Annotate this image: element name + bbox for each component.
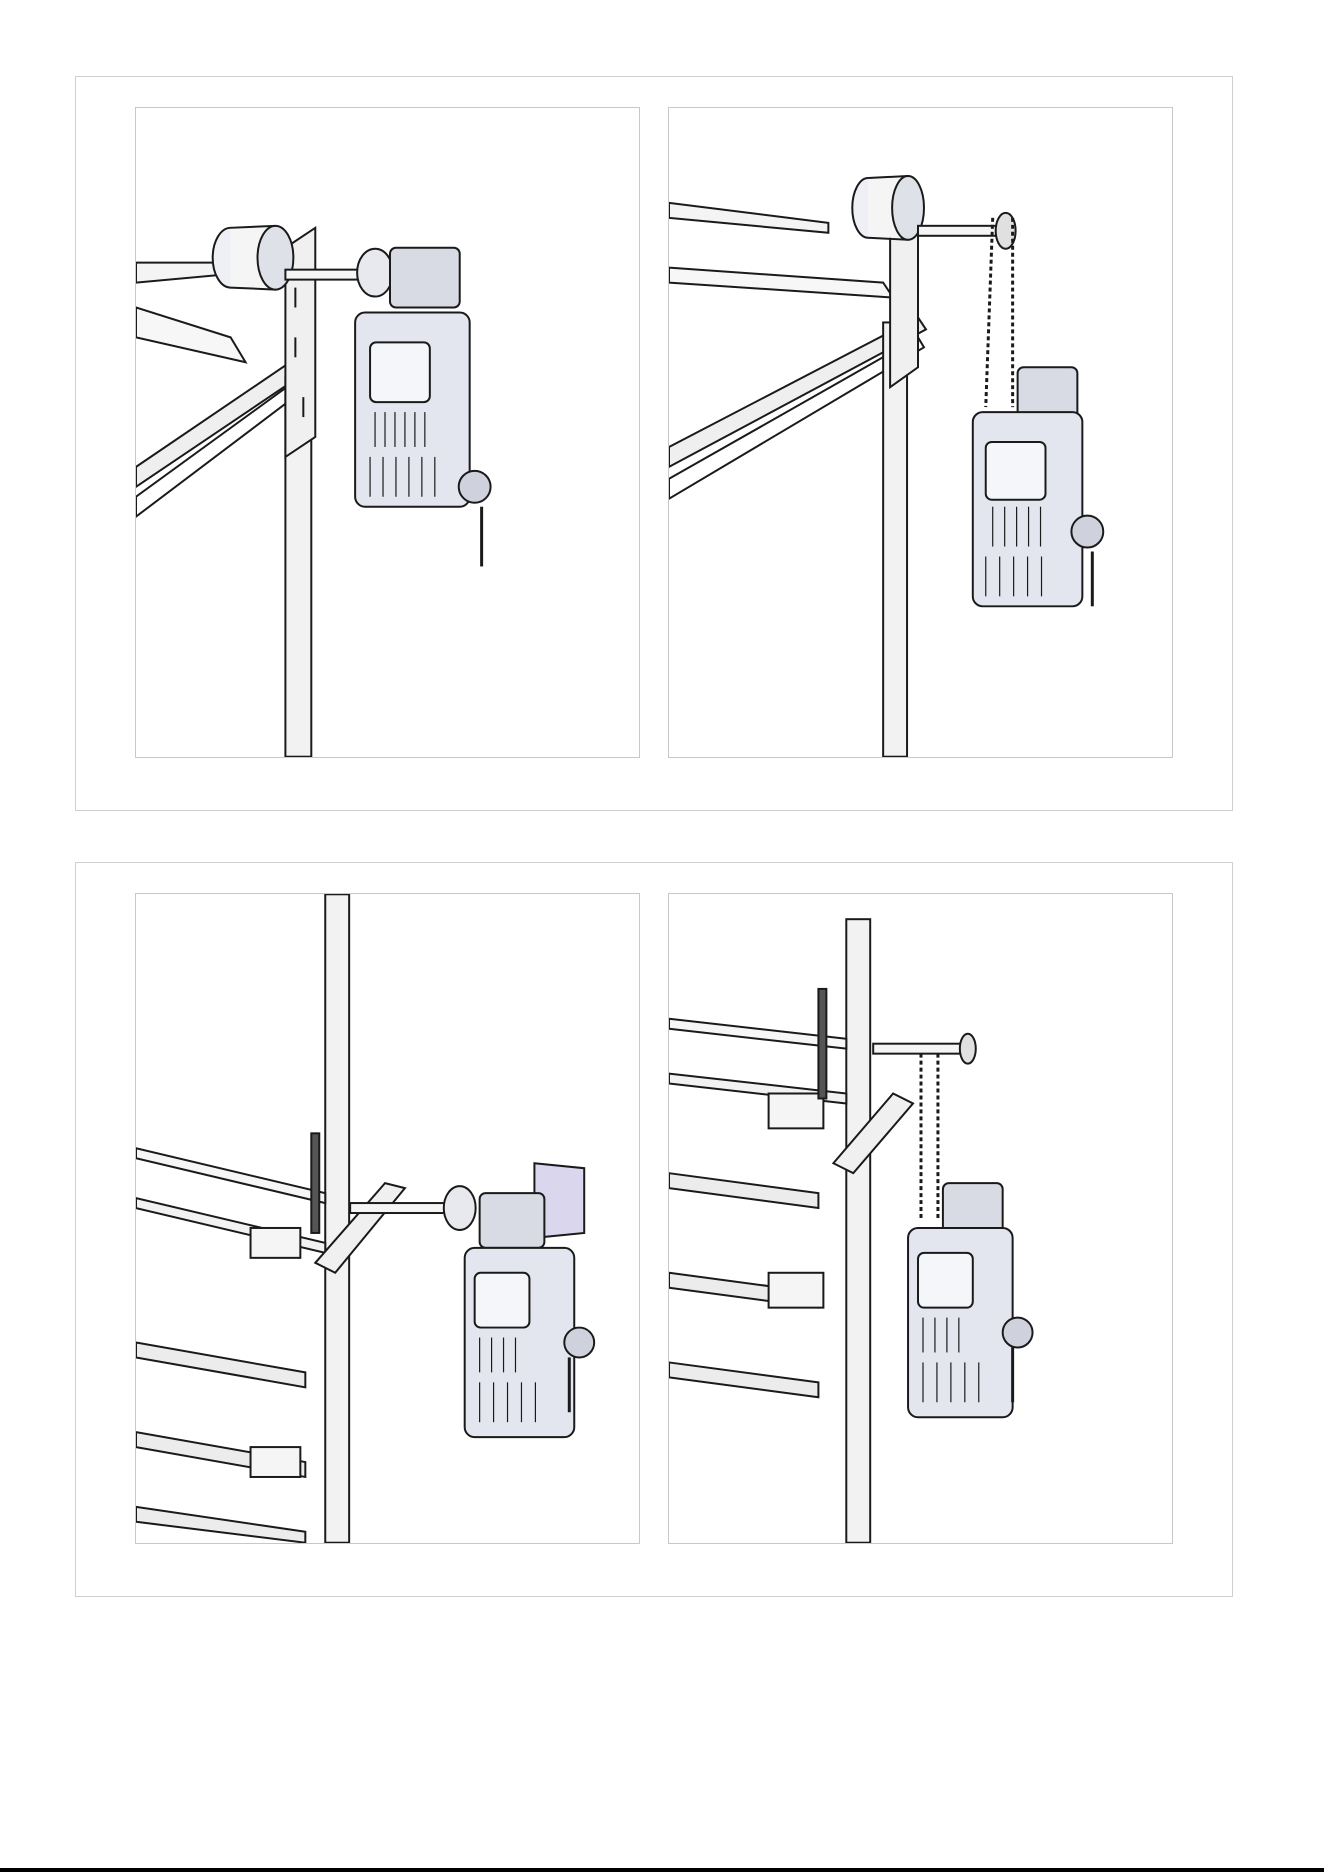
direct-drive-wall-drawing [136,894,639,1543]
panel-4 [668,893,1173,1544]
chain-drive-wall-drawing [669,894,1172,1543]
chain-drive-ceiling-drawing [669,108,1172,757]
direct-drive-ceiling-drawing [136,108,639,757]
panel-2 [668,107,1173,758]
panel-1 [135,107,640,758]
panel-3 [135,893,640,1544]
footer-rule [0,1868,1324,1872]
